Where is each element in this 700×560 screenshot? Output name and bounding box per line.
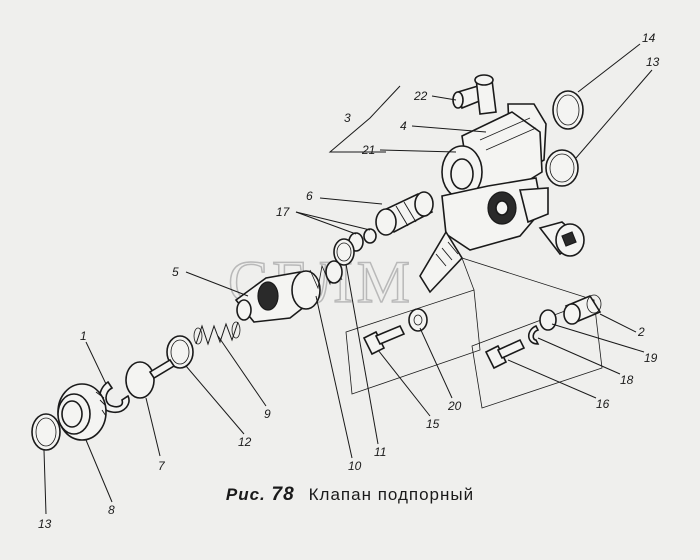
callout-1: 1: [80, 329, 87, 343]
callout-16: 16: [596, 397, 610, 411]
callout-8: 8: [108, 503, 115, 517]
bolt-16: [484, 338, 526, 370]
bushing-6: [375, 191, 434, 236]
bushing-2: [563, 294, 602, 325]
leader-lines: [43, 43, 653, 515]
bolt-15: [362, 324, 406, 356]
callout-6: 6: [306, 189, 313, 203]
washer-20: [408, 308, 428, 332]
callout-5: 5: [172, 265, 179, 279]
callout-13-top: 13: [646, 55, 660, 69]
washer-19: [539, 309, 557, 331]
callout-4: 4: [400, 119, 407, 133]
mounting-bracket: [419, 230, 464, 294]
o-ring-14: [552, 90, 584, 130]
callout-10: 10: [348, 459, 362, 473]
callout-22: 22: [413, 89, 428, 103]
callout-12: 12: [238, 435, 252, 449]
ring-17b: [363, 228, 377, 244]
callout-21: 21: [361, 143, 375, 157]
callout-labels: 14 13 3 4 21 22 6 17 5 1 2 19 18 16 20 1…: [38, 31, 660, 531]
callout-17: 17: [276, 205, 291, 219]
valve-plunger: [234, 260, 343, 323]
o-ring-13-right: [545, 149, 579, 187]
valve-disc: [125, 358, 176, 399]
lock-washer-18: [527, 324, 540, 345]
callout-9: 9: [264, 407, 271, 421]
callout-15: 15: [426, 417, 440, 431]
callout-14: 14: [642, 31, 656, 45]
figure-caption: Рис. 78 Клапан подпорный: [0, 484, 700, 506]
figure-title: Клапан подпорный: [308, 485, 475, 504]
nut-8: [57, 383, 107, 441]
elbow-fitting: [452, 74, 497, 115]
callout-3: 3: [344, 111, 351, 125]
callout-20: 20: [447, 399, 462, 413]
callout-7: 7: [158, 459, 166, 473]
threaded-plug: [538, 221, 585, 257]
callout-11: 11: [374, 445, 386, 459]
bracket-box-left: [345, 289, 481, 395]
o-ring-13-left: [31, 413, 61, 451]
spring-9: [193, 321, 241, 346]
callout-19: 19: [644, 351, 658, 365]
figure-label: Рис. 78: [225, 484, 295, 505]
valve-body: [441, 103, 549, 251]
callout-2: 2: [637, 325, 645, 339]
callout-13-bottom: 13: [38, 517, 52, 531]
callout-18: 18: [620, 373, 634, 387]
